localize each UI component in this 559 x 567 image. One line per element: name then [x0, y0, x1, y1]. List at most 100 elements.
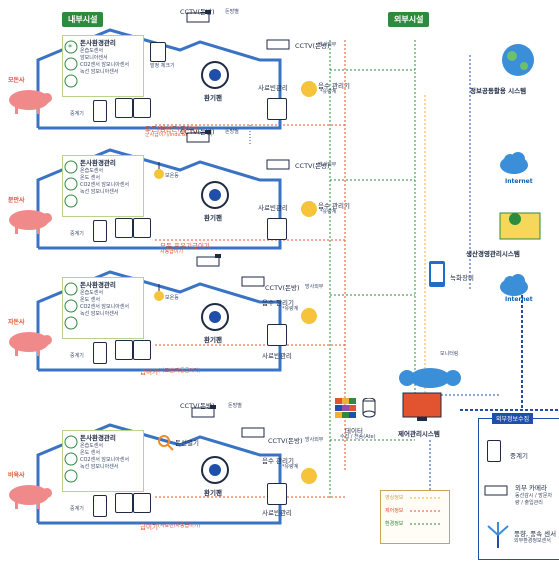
feeder-icon [133, 98, 151, 118]
cctv-label: CCTV(돈방) [180, 128, 215, 136]
feeder-icon [133, 340, 151, 360]
cctv-sub: 돈방별 [228, 403, 242, 409]
water-icon [301, 308, 317, 324]
scale-label: 중계기 [70, 506, 84, 512]
relay-icon [487, 440, 501, 462]
env-title: 돈사환경관리 [80, 159, 116, 167]
internal-facility-tag: 내부시설 [62, 12, 104, 27]
external-item-2-sub: 동선감시 / 방문차량 / 출입관리 [515, 493, 553, 506]
cctv-sub: 돈방별 [225, 9, 239, 15]
feed-label: 사료빈관리 [262, 509, 292, 517]
sensor-line: 온도 센서 [80, 175, 100, 181]
cctv-label: CCTV(돈방) [180, 402, 215, 410]
water-sub: *유량계 [320, 209, 337, 215]
control-system-label: 제어관리시스템 [398, 430, 440, 438]
sensor-line: 암모니아센서 [80, 55, 108, 61]
fan-label: 환기팬 [204, 214, 222, 222]
sensor-icons [64, 160, 78, 208]
scale-label: 중계기 [70, 353, 84, 359]
sensor-line: CO2센서 암모니아센서 [80, 304, 129, 310]
sensor-line: 녹선 암모니아센서 [80, 464, 119, 470]
heat-lamp-icon [154, 284, 164, 301]
legend-environment: 환경정보 [385, 521, 404, 527]
device-label: 보온등 [165, 295, 179, 301]
pig-icon [9, 90, 52, 114]
water-label: 음수 관리기 [262, 299, 294, 307]
feed-label: 사료빈관리 [258, 204, 288, 212]
control-monitor-icon [402, 392, 442, 421]
scale-device-icon [93, 220, 107, 242]
barn-name: 분만사 [8, 197, 25, 204]
heat-lamp-icon [154, 162, 164, 179]
barn-1: 모돈사 * 돈사환경관리 온습도센서 암모니아센서 CO2센서 암모니아센서 녹… [0, 8, 350, 138]
feed-bin-icon [267, 218, 287, 240]
feeder-icon [115, 340, 133, 360]
water-label: 음수 관리기 [318, 202, 350, 210]
sensor-icons [64, 435, 78, 483]
cctv-external-icon [241, 276, 265, 287]
sensor-icons: * [64, 40, 78, 88]
sensor-line: 온습도센서 [80, 290, 104, 296]
external-item-3: 풍향, 풍속 센서 [514, 530, 557, 538]
data-store-sub: 수집 / 전송(Ate) [340, 434, 376, 440]
water-label: 음수 관리기 [318, 82, 350, 90]
feeder-sub: (사료빈/자동급이기) [158, 523, 201, 529]
device-label: 발정 체크기 [150, 63, 175, 69]
fan-label: 환기팬 [204, 489, 222, 497]
env-title: 돈사환경관리 [80, 39, 116, 47]
info-system-label: 정보공동활용 시스템 [470, 87, 527, 95]
scale-label: 중계기 [70, 111, 84, 117]
cctv-external-label: CCTV(돈방) [295, 162, 330, 170]
fan-icon [201, 61, 229, 89]
device-icon [150, 42, 166, 62]
external-info-title: 외부정보수집 [492, 413, 534, 424]
fan-label: 환기팬 [204, 94, 222, 102]
data-store-label: 데이터 [345, 427, 363, 435]
sensor-line: 녹선 암모니아센서 [80, 189, 119, 195]
legend-video: 영상정보 [385, 495, 404, 501]
magnifier-icon [158, 435, 174, 451]
scale-device-icon [93, 100, 107, 122]
sensor-line: 온도 센서 [80, 297, 100, 303]
feed-bin-icon [267, 324, 287, 346]
feeder-label: 모돈 포유기급이기 [160, 242, 210, 250]
pig-icon [9, 485, 52, 509]
water-icon [301, 81, 317, 97]
feed-bin-icon [267, 98, 287, 120]
barn-3: 자돈사 돈사환경관리 온습도센서 온도 센서 CO2센서 암모니아센서 녹선 암… [0, 254, 330, 377]
water-sub: *유량계 [282, 306, 299, 312]
svg-text:*: * [68, 43, 72, 52]
feeder-icon [115, 218, 133, 238]
external-facility-tag: 외부시설 [388, 12, 430, 27]
feed-label: 사료빈관리 [258, 84, 288, 92]
internet-label: Internet [505, 178, 533, 185]
control-cloud-icon [399, 368, 461, 388]
cctv-external-sub: 방사외부 [318, 162, 337, 168]
legend-lines [410, 497, 442, 525]
feed-bin-icon [267, 483, 287, 505]
external-item-1: 중계기 [510, 452, 528, 460]
barn-outline [36, 270, 282, 372]
sensor-line: 녹선 암모니아센서 [80, 69, 119, 75]
sensor-line: CO2센서 암모니아센서 [80, 457, 129, 463]
barn-name: 모돈사 [8, 77, 25, 84]
cctv-external-icon [241, 427, 265, 438]
cctv-external-sub: 방사외부 [318, 42, 337, 48]
fan-icon [201, 181, 229, 209]
legend-control: 제어정보 [385, 508, 404, 514]
fan-label: 환기팬 [204, 336, 222, 344]
env-title: 돈사환경관리 [80, 281, 116, 289]
pig-icon [9, 332, 52, 356]
barn-2: 분만사 돈사환경관리 온습도센서 온도 센서 CO2센서 암모니아센서 녹선 암… [0, 128, 350, 255]
feed-label: 사료빈관리 [262, 352, 292, 360]
external-item-2: 외부 카메라 [515, 484, 547, 492]
feeder-sub: 군사급이기/Indv.Grp/임돈/급이 [145, 132, 213, 138]
production-system-icon [499, 212, 541, 240]
pig-icon [9, 210, 52, 234]
barn-4: 비육사 돈사환경관리 온습도센서 온도 센서 CO2센서 암모니아센서 녹선 암… [0, 402, 330, 531]
cctv-sub: 돈방별 [225, 129, 239, 135]
feeder-sub: (사료빈/자동급이기) [158, 368, 201, 374]
water-sub: *유량계 [320, 89, 337, 95]
feeder-icon [133, 218, 151, 238]
